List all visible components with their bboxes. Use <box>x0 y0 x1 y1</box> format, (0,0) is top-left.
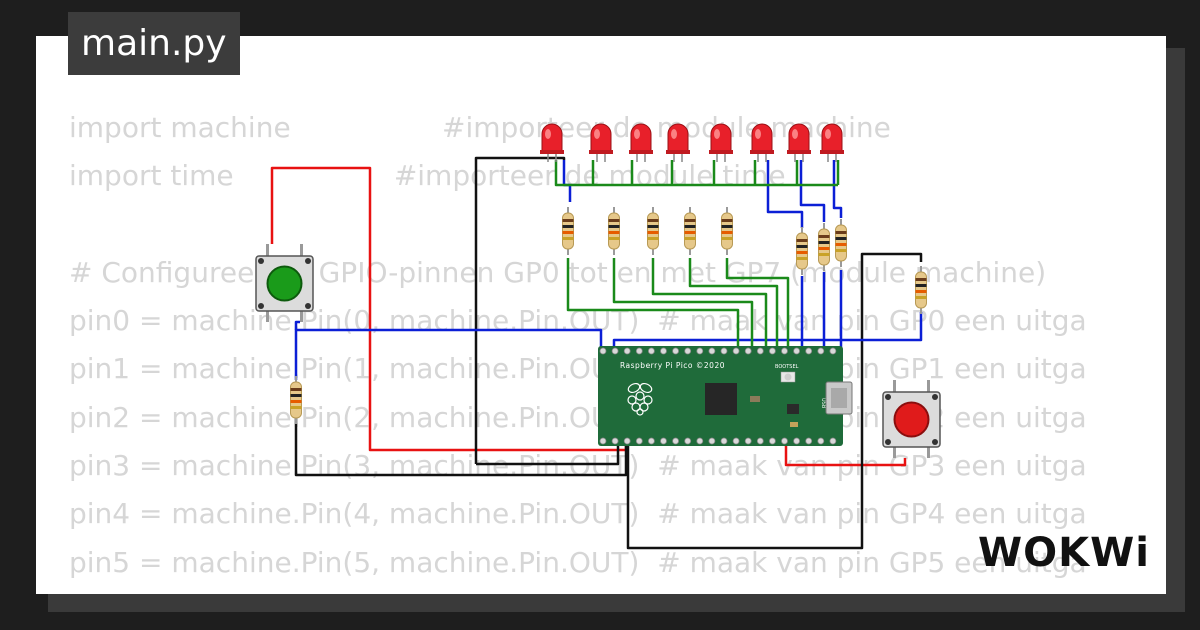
pin-bottom <box>829 437 837 445</box>
wire-black-4 <box>626 252 923 550</box>
code-line: pin6 = machine.Pin(6, machine.Pin.OUT) #… <box>69 587 1087 595</box>
pin-top <box>635 347 643 355</box>
resistor-led-8 <box>835 219 847 267</box>
led-red-2[interactable] <box>589 123 613 162</box>
code-line: pin4 = machine.Pin(4, machine.Pin.OUT) #… <box>69 497 1087 531</box>
code-line: import time #importeer de module time <box>69 159 786 193</box>
pin-top <box>672 347 679 355</box>
pin-bottom <box>672 437 679 445</box>
wire-black-1 <box>294 418 628 477</box>
red-button-cap <box>893 401 930 438</box>
pin-top <box>696 347 704 355</box>
pin-bottom <box>635 437 643 445</box>
pin-top <box>684 347 692 355</box>
resistor-button-right <box>915 266 927 314</box>
pin-top <box>732 347 740 355</box>
pin-bottom <box>684 437 692 445</box>
pin-bottom <box>660 437 667 445</box>
leds <box>540 123 844 162</box>
bootsel-label: BOOTSEL <box>775 364 799 370</box>
code-line: pin5 = machine.Pin(5, machine.Pin.OUT) #… <box>69 545 1087 579</box>
bootsel-button <box>784 373 792 381</box>
board-label: Raspberry Pi Pico ©2020 <box>620 361 725 370</box>
pin-bottom <box>756 437 764 445</box>
raspberry-pi-pico: Raspberry Pi Pico ©2020 BOOTSEL USB <box>598 346 853 446</box>
usb-label: USB <box>820 398 826 409</box>
wire-black-3 <box>476 440 620 466</box>
pin-bottom <box>696 437 704 445</box>
resistor-led-7 <box>818 223 830 271</box>
led-red-4[interactable] <box>666 123 690 162</box>
resistor-led-3 <box>647 207 659 255</box>
pin-top <box>648 347 655 355</box>
pushbutton-green[interactable] <box>255 244 314 322</box>
wire-blue-2 <box>294 320 300 330</box>
pin-bottom <box>744 437 752 445</box>
pin-bottom <box>623 437 631 445</box>
pin-top <box>817 347 825 355</box>
wire-green-4 <box>688 258 779 350</box>
resistor-led-6 <box>796 227 808 275</box>
pin-bottom <box>599 437 607 445</box>
wire-blue-4 <box>562 160 572 202</box>
wire-blue-3 <box>612 312 923 350</box>
pin-top <box>756 347 764 355</box>
resistor-button-left <box>290 376 302 424</box>
wire-green-2 <box>612 258 754 350</box>
pin-top <box>720 347 728 355</box>
wires <box>270 156 923 550</box>
pin-top <box>660 347 667 355</box>
pin-bottom <box>805 437 813 445</box>
pushbutton-red[interactable] <box>882 380 941 458</box>
resistor-led-2 <box>608 207 620 255</box>
led-red-1[interactable] <box>540 123 564 162</box>
led-red-6[interactable] <box>750 123 774 162</box>
wire-black-2 <box>474 156 566 464</box>
pin-top <box>611 347 619 355</box>
pin-bottom <box>708 437 716 445</box>
wokwi-logo-text: WOKWi <box>978 530 1150 576</box>
pin-bottom <box>720 437 728 445</box>
pin-bottom <box>793 437 800 445</box>
wire-green-top <box>554 160 840 187</box>
rp2040-chip <box>705 383 737 415</box>
pin-top <box>599 347 607 355</box>
green-button-cap <box>266 265 303 302</box>
pin-bottom <box>648 437 655 445</box>
wire-blue-6 <box>799 160 826 222</box>
resistor-led-1 <box>562 207 574 255</box>
wire-red-2 <box>784 440 907 467</box>
led-red-8[interactable] <box>820 123 844 162</box>
pin-top <box>769 347 776 355</box>
pin-top <box>781 347 788 355</box>
led-red-5[interactable] <box>709 123 733 162</box>
led-red-3[interactable] <box>629 123 653 162</box>
pin-bottom <box>817 437 825 445</box>
pin-top <box>708 347 716 355</box>
pin-top <box>829 347 837 355</box>
pin-bottom <box>732 437 740 445</box>
led-red-7[interactable] <box>787 123 811 162</box>
pin-bottom <box>611 437 619 445</box>
pin-top <box>744 347 752 355</box>
resistor-led-4 <box>684 207 696 255</box>
pin-top <box>793 347 800 355</box>
raspberry-logo-icon <box>627 382 653 416</box>
pin-bottom <box>769 437 776 445</box>
resistors <box>290 207 927 424</box>
resistor-led-5 <box>721 207 733 255</box>
pin-top <box>805 347 813 355</box>
wire-green-3 <box>651 258 768 350</box>
filename-tab[interactable]: main.py <box>68 12 240 75</box>
pin-top <box>623 347 631 355</box>
wire-green-5 <box>725 258 790 350</box>
wokwi-logo: WOKWi <box>978 530 1150 576</box>
pin-bottom <box>781 437 788 445</box>
wire-blue-1 <box>294 328 603 380</box>
wire-green-1 <box>566 258 740 350</box>
